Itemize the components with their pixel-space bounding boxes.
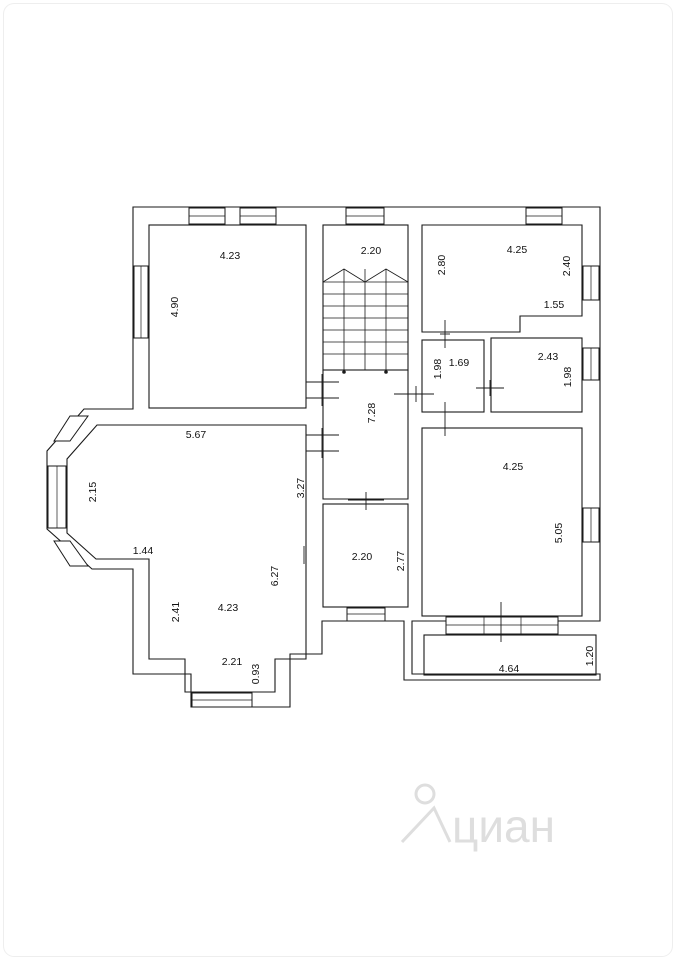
dim-label: 6.27: [269, 566, 281, 587]
dim-label: 2.40: [561, 256, 573, 277]
dim-label: 2.21: [222, 656, 243, 668]
watermark-text: циан: [452, 800, 555, 852]
room-se: [421, 427, 583, 617]
watermark-logo-icon: [400, 783, 452, 844]
stairs: [322, 268, 409, 370]
dim-label: 4.25: [507, 244, 528, 256]
dim-label: 1.98: [562, 367, 574, 388]
dim-label: 2.80: [436, 255, 448, 276]
dim-label: 5.67: [186, 429, 207, 441]
outer-wall: [46, 206, 601, 708]
dim-label: 2.43: [538, 351, 559, 363]
room-ne: [421, 224, 583, 333]
watermark: циан: [400, 783, 555, 852]
dim-label: 2.77: [395, 551, 407, 572]
window: [53, 415, 89, 442]
dim-label: 4.64: [499, 663, 520, 675]
plan-sheet: 4.23 4.90 2.20 7.28 4.25 2.80 2.40 1.55 …: [4, 4, 672, 956]
dim-label: 1.20: [584, 646, 596, 667]
window: [53, 540, 89, 567]
dim-label: 2.41: [170, 602, 182, 623]
room-small: [322, 503, 409, 608]
dim-label: 1.69: [449, 357, 470, 369]
stair-well: [322, 224, 409, 371]
door-marks: [303, 320, 504, 642]
room-nw: [148, 224, 307, 409]
window: [445, 616, 559, 635]
dimension-labels: 4.23 4.90 2.20 7.28 4.25 2.80 2.40 1.55 …: [87, 244, 596, 684]
dim-label: 0.93: [250, 664, 262, 685]
dim-label: 2.15: [87, 482, 99, 503]
dim-label: 4.90: [169, 297, 181, 318]
dim-label: 3.27: [295, 478, 307, 499]
dim-label: 1.55: [544, 299, 565, 311]
living-room: [66, 424, 307, 693]
dim-label: 4.23: [218, 602, 239, 614]
dim-label: 4.23: [220, 250, 241, 262]
bath-right: [490, 337, 583, 413]
window: [346, 607, 386, 622]
dim-label: 2.20: [352, 551, 373, 563]
dim-label: 1.98: [432, 359, 444, 380]
hall: [322, 370, 409, 500]
dim-label: 7.28: [366, 403, 378, 424]
dim-label: 5.05: [553, 523, 565, 544]
floor-plan: 4.23 4.90 2.20 7.28 4.25 2.80 2.40 1.55 …: [46, 206, 601, 852]
dim-label: 2.20: [361, 245, 382, 257]
dim-label: 4.25: [503, 461, 524, 473]
terrace: [423, 634, 597, 676]
dim-label: 1.44: [133, 545, 154, 557]
